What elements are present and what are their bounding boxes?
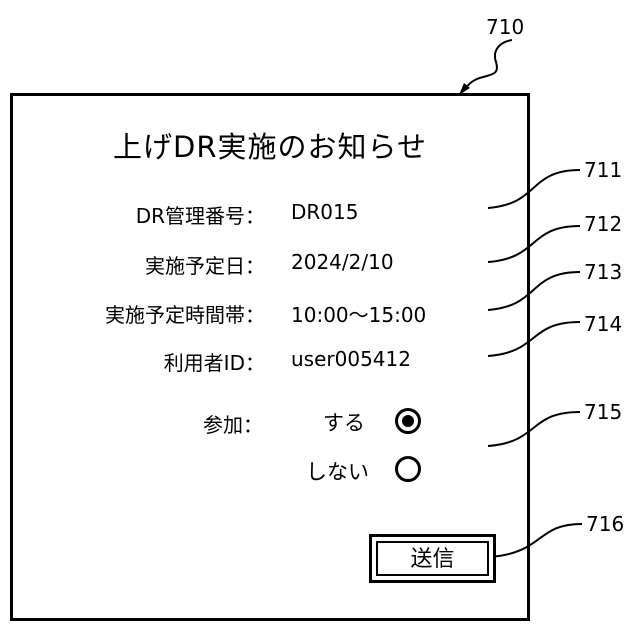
participate-no-label: しない bbox=[306, 456, 369, 486]
participate-no-radio[interactable] bbox=[395, 456, 421, 482]
user-id-value: user005412 bbox=[291, 347, 411, 371]
submit-button-label: 送信 bbox=[376, 541, 489, 576]
ref-label-714: 714 bbox=[584, 312, 622, 336]
dialog-title: 上げDR実施のお知らせ bbox=[13, 124, 527, 166]
ref-label-711: 711 bbox=[584, 158, 622, 182]
dr-number-value: DR015 bbox=[291, 200, 358, 224]
scheduled-time-label: 実施予定時間帯： bbox=[13, 299, 265, 328]
user-id-label: 利用者ID： bbox=[13, 347, 265, 376]
dr-number-label: DR管理番号： bbox=[13, 200, 265, 229]
dr-notice-dialog: 上げDR実施のお知らせ DR管理番号： DR015 実施予定日： 2024/2/… bbox=[10, 93, 530, 621]
submit-button[interactable]: 送信 bbox=[369, 534, 496, 583]
scheduled-time-value: 10:00〜15:00 bbox=[291, 299, 426, 328]
ref-label-710: 710 bbox=[486, 15, 524, 39]
ref-label-713: 713 bbox=[584, 260, 622, 284]
radio-selected-dot bbox=[402, 415, 414, 427]
participate-yes-label: する bbox=[323, 407, 365, 437]
ref-label-715: 715 bbox=[584, 400, 622, 424]
participation-label: 参加： bbox=[13, 409, 263, 438]
participate-yes-radio[interactable] bbox=[395, 408, 421, 434]
leader-710 bbox=[466, 40, 512, 88]
ref-label-712: 712 bbox=[584, 212, 622, 236]
scheduled-date-value: 2024/2/10 bbox=[291, 250, 394, 274]
scheduled-date-label: 実施予定日： bbox=[13, 250, 265, 279]
ref-label-716: 716 bbox=[586, 512, 624, 536]
